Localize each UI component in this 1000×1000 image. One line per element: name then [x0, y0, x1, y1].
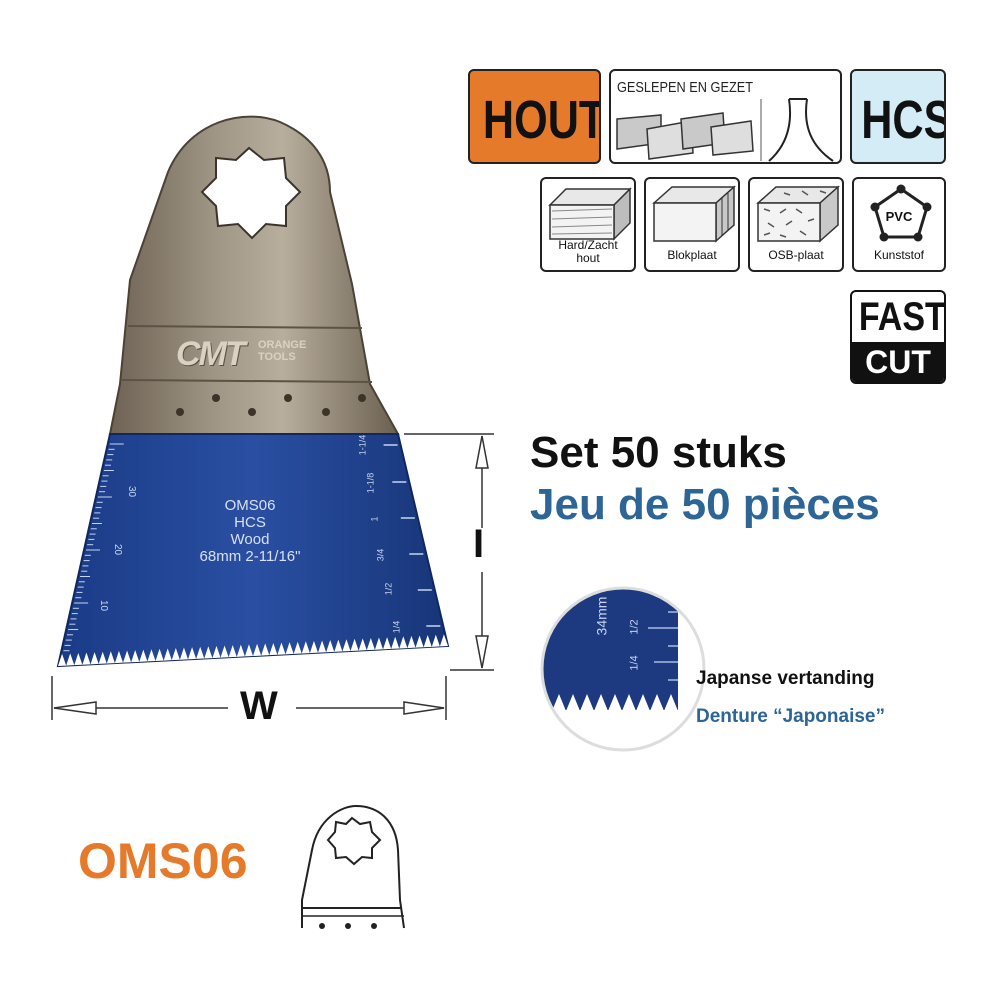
model-number: OMS06 — [78, 833, 248, 889]
blade-image — [56, 115, 450, 668]
teeth-type-fr: Denture “Japonaise” — [696, 706, 885, 727]
application-blockboard: Blokplaat — [644, 177, 740, 272]
set-quantity-nl: Set 50 stuks — [530, 428, 787, 477]
ground-set-teeth-icon — [616, 98, 834, 162]
blade-print-steel: HCS — [234, 514, 266, 531]
hardwood-icon — [548, 187, 632, 241]
dimension-lines — [51, 433, 494, 720]
application-blockboard-label: Blokplaat — [667, 248, 717, 262]
fast-cut-badge: FAST CUT — [850, 290, 946, 384]
detail-teeth-gaps — [543, 694, 678, 711]
fast-cut-bottom: CUT — [852, 342, 944, 382]
detail-mark-half: 1/2 — [628, 619, 641, 635]
material-badge: HOUT — [468, 69, 601, 164]
application-hardwood-label: Hard/Zacht hout — [558, 238, 618, 265]
blade-profile-outline — [301, 804, 405, 929]
brand-logo: CMT ORANGE TOOLS — [176, 335, 366, 375]
steel-badge-label: HCS — [861, 90, 946, 150]
steel-badge: HCS — [850, 69, 946, 164]
osb-icon — [756, 185, 840, 243]
application-plastic: PVC Kunststof — [852, 177, 946, 272]
blade-print: OMS06 HCS Wood 68mm 2-11/16" — [150, 497, 350, 565]
fast-cut-top: FAST — [858, 295, 946, 339]
grind-badge-label: GESLEPEN EN GEZET — [617, 79, 754, 96]
blade-teeth — [58, 634, 448, 666]
pvc-icon-text: PVC — [885, 209, 913, 224]
application-hardwood: Hard/Zacht hout — [540, 177, 636, 272]
material-badge-label: HOUT — [482, 90, 601, 150]
teeth-detail-image — [540, 586, 706, 752]
blade-print-size: 68mm 2-11/16" — [199, 548, 301, 565]
blade-print-model: OMS06 — [224, 497, 276, 514]
blade-print-material: Wood — [230, 531, 270, 548]
detail-depth-label: 34mm — [593, 596, 610, 636]
teeth-type-nl: Japanse vertanding — [696, 668, 875, 689]
blade-teeth-gaps — [58, 634, 448, 666]
width-dimension-label: W — [240, 684, 278, 728]
set-quantity-fr: Jeu de 50 pièces — [530, 480, 880, 529]
height-dimension-label: I — [473, 522, 485, 566]
brand-logo-sub: ORANGE TOOLS — [258, 339, 307, 363]
application-plastic-label: Kunststof — [873, 248, 925, 262]
brand-logo-main: CMT — [176, 335, 246, 373]
detail-mark-quarter: 1/4 — [628, 655, 641, 671]
blockboard-icon — [652, 185, 736, 243]
grind-badge: GESLEPEN EN GEZET — [609, 69, 842, 164]
application-osb: OSB-plaat — [748, 177, 844, 272]
pvc-icon — [870, 184, 932, 242]
application-osb-label: OSB-plaat — [768, 248, 824, 262]
